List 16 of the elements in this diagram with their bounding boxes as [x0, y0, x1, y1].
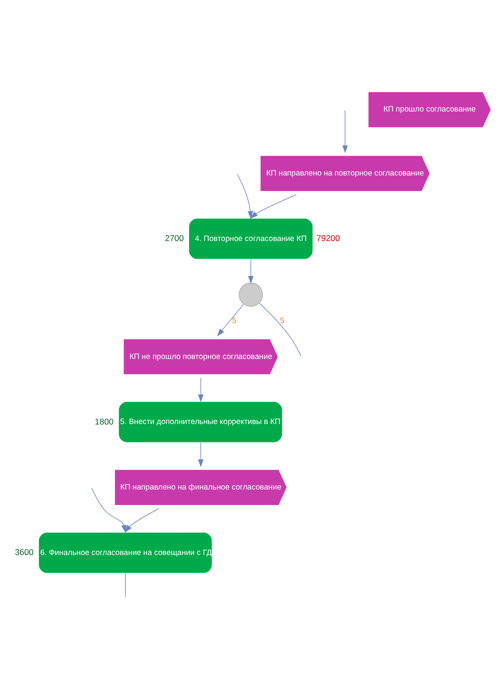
arrow [217, 304, 244, 336]
arrow [248, 259, 254, 284]
arrow [236, 174, 258, 219]
connector [259, 302, 302, 356]
node-label: 79200 [316, 232, 340, 243]
arrow [198, 442, 204, 468]
node-label: 1800 [94, 416, 114, 426]
node-label: 2700 [165, 232, 184, 243]
arrow [250, 194, 297, 219]
arrow [198, 378, 204, 402]
arrow [342, 110, 348, 154]
node-circle [238, 282, 263, 307]
node-label: 3600 [14, 546, 34, 557]
arrow [91, 488, 132, 533]
connector [125, 573, 126, 598]
arrow [121, 508, 160, 533]
